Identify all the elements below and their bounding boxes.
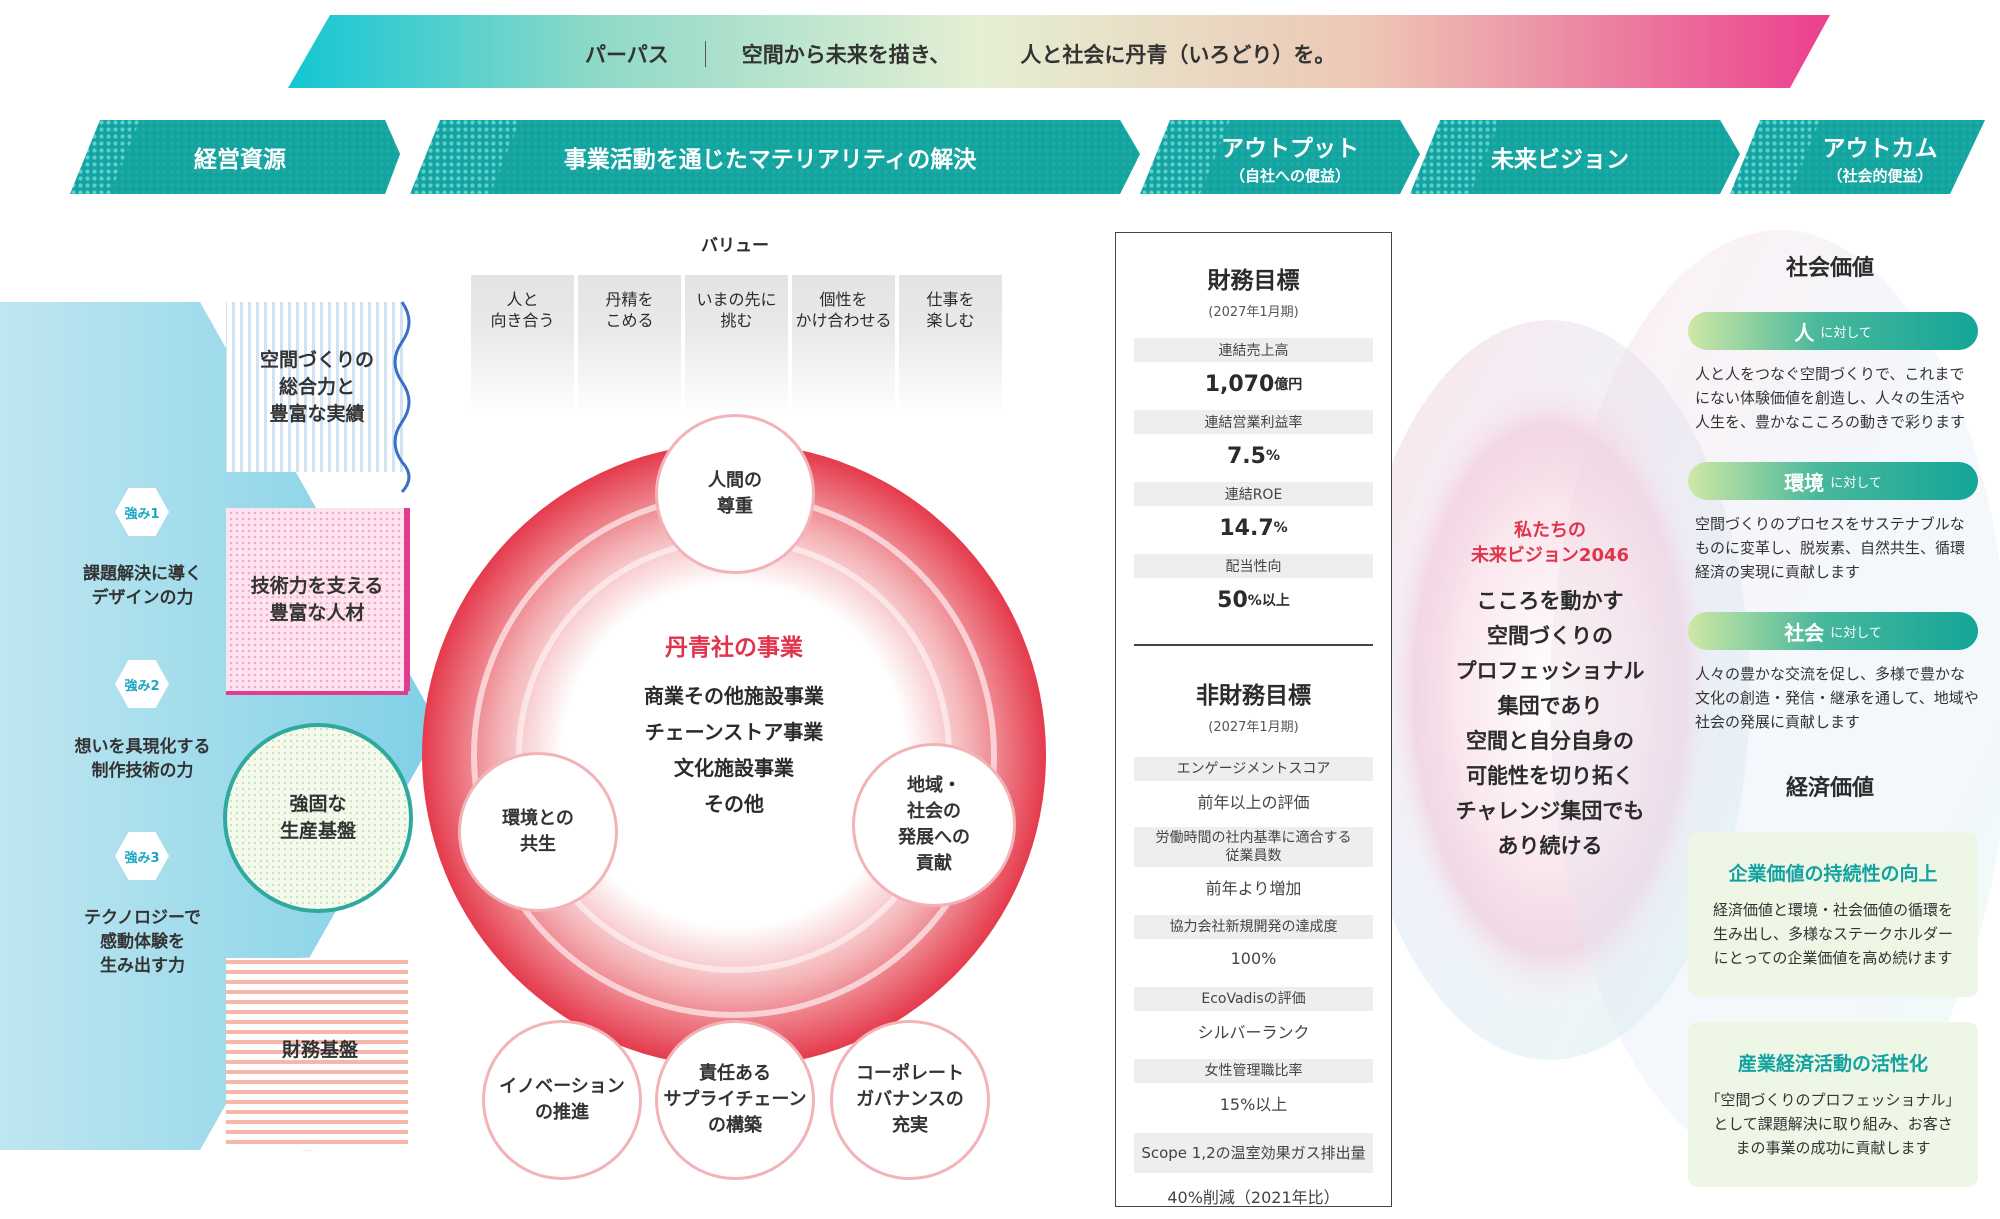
materiality-innovation: イノベーションの推進 (482, 1020, 642, 1180)
economic-box-title: 企業価値の持続性の向上 (1728, 863, 1938, 885)
purpose-divider (704, 41, 706, 67)
flow-step-sub: （自社への便益） (1229, 166, 1350, 185)
nonfinancial-label: エンゲージメントスコア (1134, 756, 1373, 781)
financial-title: 財務目標 (1207, 268, 1300, 294)
business-item: その他 (704, 792, 764, 816)
asset-financial: 財務基盤 (281, 1038, 358, 1061)
financial-subtitle: (2027年1月期) (1208, 305, 1299, 320)
purpose-label: パーパス (585, 43, 669, 67)
nonfinancial-value: 100% (1230, 949, 1277, 968)
business-center: 丹青社の事業 商業その他施設事業 チェーンストア事業 文化施設事業 その他 (604, 625, 864, 825)
nonfinancial-label: 協力会社新規開発の達成度 (1134, 914, 1373, 939)
social-text-environment: 空間づくりのプロセスをサステナブルなものに変革し、脱炭素、自然共生、循環経済の実… (1695, 515, 1966, 581)
flow-step-label: アウトカム (1822, 135, 1938, 162)
strength-badge-3: 強み3 (115, 832, 169, 880)
values-row: 人と向き合う 丹精をこめる いまの先に挑む 個性をかけ合わせる 仕事を楽しむ (471, 275, 1002, 415)
asset-people: 技術力を支える豊富な人材 (250, 575, 384, 624)
vision-line: チャレンジ集団でも (1455, 799, 1645, 823)
value-item: 個性をかけ合わせる (792, 275, 895, 415)
flow-step-label: 経営資源 (194, 147, 286, 173)
value-item: 人と向き合う (471, 275, 574, 415)
business-item: チェーンストア事業 (644, 720, 824, 744)
materiality-supply-chain: 責任あるサプライチェーンの構築 (655, 1020, 815, 1180)
flow-arrows (70, 120, 1985, 194)
vision-line: 空間と自分自身の (1466, 729, 1634, 753)
nonfinancial-label: EcoVadisの評価 (1134, 986, 1373, 1011)
flow-step-vision: 未来ビジョン (1470, 120, 1650, 194)
vision-block: 私たちの 未来ビジョン2046 こころを動かす 空間づくりの プロフェッショナル… (1420, 518, 1680, 864)
flow-step-label: 未来ビジョン (1491, 147, 1629, 173)
vision-line: こころを動かす (1476, 589, 1624, 613)
materiality-environment: 環境との共生 (458, 752, 618, 912)
economic-box-industry: 産業経済活動の活性化 「空間づくりのプロフェッショナル」 として課題解決に取り組… (1688, 1022, 1978, 1187)
business-title: 丹青社の事業 (665, 635, 803, 661)
nonfinancial-value: 15%以上 (1219, 1094, 1288, 1114)
value-item: 仕事を楽しむ (899, 275, 1002, 415)
vision-line: 空間づくりの (1487, 624, 1613, 648)
flow-step-label: アウトプット (1221, 135, 1359, 162)
flow-step-label: 事業活動を通じたマテリアリティの解決 (563, 147, 977, 173)
economic-box-title: 産業経済活動の活性化 (1737, 1053, 1928, 1075)
financial-label: 連結営業利益率 (1134, 410, 1373, 434)
vision-line: 集団であり (1497, 694, 1603, 718)
social-pill-society: 社会に対して (1688, 612, 1978, 650)
nonfinancial-list: エンゲージメントスコア 前年以上の評価 労働時間の社内基準に適合する従業員数 前… (1134, 756, 1373, 1219)
strength-text-3: テクノロジーで感動体験を生み出す力 (84, 908, 201, 976)
nonfinancial-label: 労働時間の社内基準に適合する従業員数 (1134, 826, 1373, 867)
financial-value: 50%以上 (1217, 587, 1290, 613)
materiality-community: 地域・社会の発展への貢献 (852, 743, 1016, 907)
financial-value: 14.7% (1219, 515, 1288, 541)
nonfinancial-value: 前年以上の評価 (1197, 792, 1310, 812)
financial-label: 連結ROE (1134, 482, 1373, 506)
strength-badge-2: 強み2 (115, 660, 169, 708)
strength-text-2: 想いを具現化する制作技術の力 (74, 737, 211, 781)
social-text-society: 人々の豊かな交流を促し、多様で豊かな文化の創造・発信・継承を通して、地域や社会の… (1695, 665, 1979, 731)
nonfinancial-title: 非財務目標 (1196, 682, 1311, 709)
vision-line: あり続ける (1497, 834, 1603, 858)
nonfinancial-value: 前年より増加 (1205, 878, 1302, 898)
financial-label: 連結売上高 (1134, 338, 1373, 362)
strength-text-1: 課題解決に導くデザインの力 (83, 564, 202, 608)
nonfinancial-label: 女性管理職比率 (1134, 1058, 1373, 1083)
vision-line: プロフェッショナル (1455, 659, 1645, 683)
vision-title-1: 私たちの (1514, 520, 1586, 541)
vision-title-2: 未来ビジョン2046 (1470, 545, 1630, 566)
financial-value: 7.5% (1226, 443, 1280, 469)
business-item: 文化施設事業 (674, 756, 794, 780)
asset-production: 強固な生産基盤 (279, 793, 356, 842)
flow-step-sub: （社会的便益） (1827, 166, 1933, 185)
flow-step-resources: 経営資源 (150, 120, 330, 194)
resource-band (0, 302, 440, 1150)
economic-value-title: 経済価値 (1785, 776, 1874, 801)
flow-step-outcome: アウトカム （社会的便益） (1800, 120, 1960, 194)
value-item: 丹精をこめる (578, 275, 681, 415)
materiality-governance: コーポレートガバナンスの充実 (830, 1020, 990, 1180)
social-text-people: 人と人をつなぐ空間づくりで、これまでにない体験価値を創造し、人々の生活や人生を、… (1695, 365, 1966, 431)
nonfinancial-label: Scope 1,2の温室効果ガス排出量 (1134, 1132, 1373, 1173)
flow-step-activities: 事業活動を通じたマテリアリティの解決 (520, 120, 1020, 194)
business-item: 商業その他施設事業 (644, 684, 824, 708)
value-item: いまの先に挑む (685, 275, 788, 415)
values-title: バリュー (701, 235, 769, 256)
materiality-human: 人間の尊重 (655, 414, 815, 574)
nonfinancial-subtitle: (2027年1月期) (1208, 719, 1299, 735)
strength-badge-1: 強み1 (115, 488, 169, 536)
vision-line: 可能性を切り拓く (1466, 764, 1634, 788)
social-value-title: 社会価値 (1785, 256, 1874, 281)
purpose-text-2: 人と社会に丹青（いろどり）を。 (1020, 43, 1336, 67)
social-pill-environment: 環境に対して (1688, 462, 1978, 500)
asset-spatial: 空間づくりの総合力と豊富な実績 (259, 348, 374, 425)
nonfinancial-value: 40%削減（2021年比） (1167, 1187, 1340, 1207)
social-pill-people: 人に対して (1688, 312, 1978, 350)
economic-box-corporate: 企業価値の持続性の向上 経済価値と環境・社会価値の循環を 生み出し、多様なステー… (1688, 832, 1978, 997)
purpose-text-1: 空間から未来を描き、 (741, 43, 951, 67)
financial-label: 配当性向 (1134, 554, 1373, 578)
flow-step-output: アウトプット （自社への便益） (1200, 120, 1380, 194)
panel-divider (1134, 644, 1373, 646)
purpose-banner: パーパス 空間から未来を描き、 人と社会に丹青（いろどり）を。 (585, 38, 1335, 70)
nonfinancial-value: シルバーランク (1197, 1022, 1310, 1042)
